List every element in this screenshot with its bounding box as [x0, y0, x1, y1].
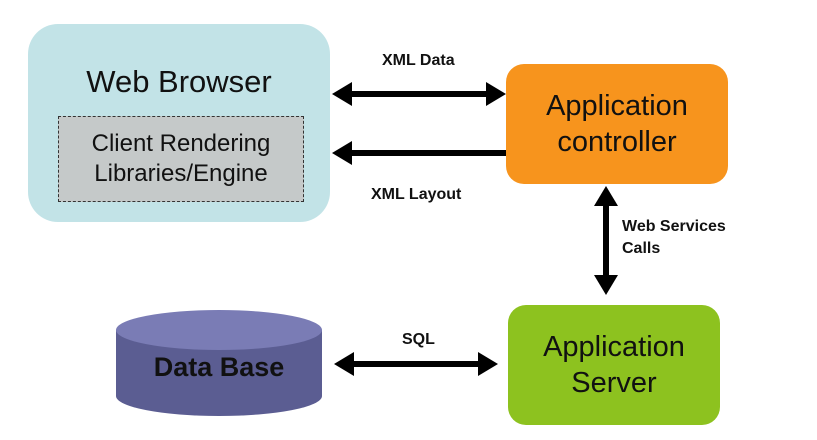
- web-services-arrow: [594, 186, 618, 295]
- xml-layout-arrow: [332, 141, 506, 165]
- sql-label: SQL: [402, 331, 435, 348]
- web-browser-node: Web Browser Client Rendering Libraries/E…: [28, 24, 330, 222]
- sql-arrow: [334, 352, 498, 376]
- server-line1: Application: [543, 331, 685, 363]
- xml-layout-label: XML Layout: [371, 186, 462, 203]
- database-cylinder: [116, 310, 322, 416]
- controller-line2: controller: [557, 126, 677, 158]
- web-services-label-line1: Web Services: [622, 218, 726, 235]
- web-browser-title: Web Browser: [86, 64, 272, 99]
- client-rendering-node: Client Rendering Libraries/Engine: [58, 116, 304, 202]
- controller-line1: Application: [546, 90, 688, 122]
- client-rendering-line2: Libraries/Engine: [94, 160, 268, 187]
- web-services-label-line2: Calls: [622, 240, 661, 257]
- application-controller-node: Application controller: [506, 64, 728, 184]
- application-server-node: Application Server: [508, 305, 720, 425]
- xml-data-label: XML Data: [382, 52, 455, 69]
- client-rendering-line1: Client Rendering: [91, 130, 271, 157]
- server-line2: Server: [571, 367, 657, 399]
- web-services-label: Web Services Calls: [622, 216, 726, 260]
- xml-data-arrow: [332, 82, 506, 106]
- database-label: Data Base: [153, 352, 285, 382]
